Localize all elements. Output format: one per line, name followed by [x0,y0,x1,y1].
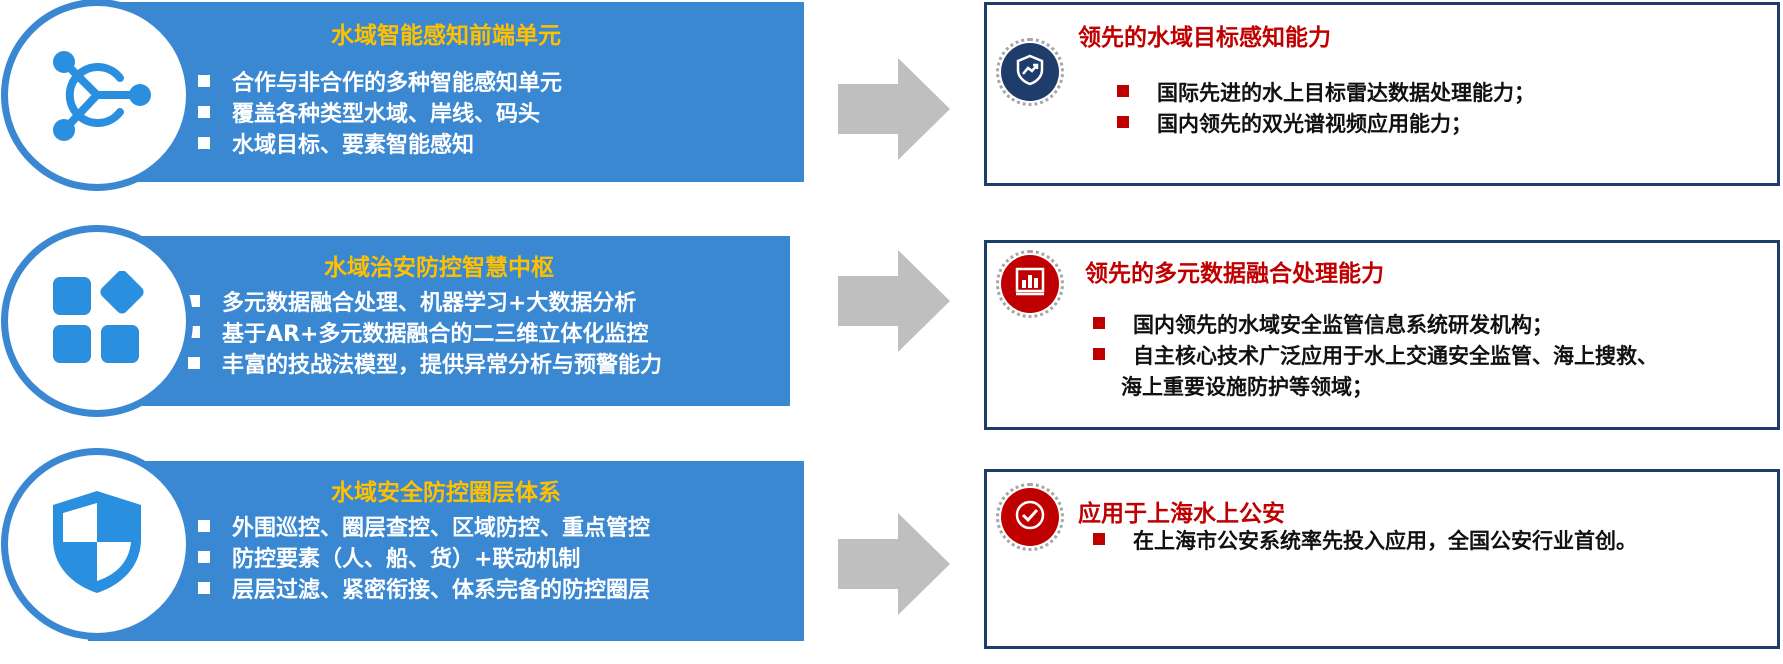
left-panel-security: 水域安全防控圈层体系 外围巡控、圈层查控、区域防控、重点管控 防控要素（人、船、… [88,461,804,641]
right-box-perception: 领先的水域目标感知能力 国际先进的水上目标雷达数据处理能力； 国内领先的双光谱视… [984,2,1780,186]
row-hub: 水域治安防控智慧中枢 多元数据融合处理、机器学习+大数据分析 基于AR+多元数据… [0,230,1783,430]
right-bullet-item: 在上海市公安系统率先投入应用，全国公安行业首创。 [1093,526,1637,557]
bullet-item: 防控要素（人、船、货）+联动机制 [198,544,650,575]
right-bullet-item: 国际先进的水上目标雷达数据处理能力； [1117,78,1535,109]
row-security: 水域安全防控圈层体系 外围巡控、圈层查控、区域防控、重点管控 防控要素（人、船、… [0,455,1783,664]
badge-check-circle [996,483,1064,551]
arrow-right-icon [838,513,950,615]
panel-bullets: 多元数据融合处理、机器学习+大数据分析 基于AR+多元数据融合的二三维立体化监控… [188,288,662,381]
left-panel-hub: 水域治安防控智慧中枢 多元数据融合处理、机器学习+大数据分析 基于AR+多元数据… [88,236,790,406]
right-bullet-item: 国内领先的水域安全监管信息系统研发机构； [1093,310,1658,341]
bullet-item: 合作与非合作的多种智能感知单元 [198,68,562,99]
bullet-item: 水域目标、要素智能感知 [198,130,562,161]
bullet-item: 丰富的技战法模型，提供异常分析与预警能力 [188,350,662,381]
row-perception: 水域智能感知前端单元 合作与非合作的多种智能感知单元 覆盖各种类型水域、岸线、码… [0,0,1783,190]
right-bullets: 在上海市公安系统率先投入应用，全国公安行业首创。 [1093,526,1637,557]
panel-title: 水域智能感知前端单元 [331,23,561,49]
right-title: 应用于上海水上公安 [1078,501,1285,527]
network-node-icon [42,38,152,152]
right-box-security: 应用于上海水上公安 在上海市公安系统率先投入应用，全国公安行业首创。 [984,469,1780,649]
bullet-item: 层层过滤、紧密衔接、体系完备的防控圈层 [198,575,650,606]
panel-title: 水域安全防控圈层体系 [331,480,561,506]
bullet-item: 基于AR+多元数据融合的二三维立体化监控 [188,319,662,350]
right-bullet-item: 自主核心技术广泛应用于水上交通安全监管、海上搜救、 [1093,341,1658,372]
apps-grid-icon [49,270,145,371]
arrow-right-icon [838,250,950,352]
badge-shield-arrow [996,38,1064,106]
panel-title: 水域治安防控智慧中枢 [324,255,554,281]
shield-icon [47,487,147,601]
right-box-hub: 领先的多元数据融合处理能力 国内领先的水域安全监管信息系统研发机构； 自主核心技… [984,240,1780,430]
right-title: 领先的水域目标感知能力 [1078,25,1331,51]
badge-bar-chart [996,250,1064,318]
right-bullets: 国际先进的水上目标雷达数据处理能力； 国内领先的双光谱视频应用能力； [1117,78,1535,140]
right-bullet-continuation: 海上重要设施防护等领域； [1121,375,1373,399]
bullet-item: 多元数据融合处理、机器学习+大数据分析 [188,288,662,319]
panel-bullets: 合作与非合作的多种智能感知单元 覆盖各种类型水域、岸线、码头 水域目标、要素智能… [198,68,562,161]
left-panel-perception: 水域智能感知前端单元 合作与非合作的多种智能感知单元 覆盖各种类型水域、岸线、码… [88,2,804,182]
right-bullets: 国内领先的水域安全监管信息系统研发机构； 自主核心技术广泛应用于水上交通安全监管… [1093,310,1658,372]
right-bullet-item: 国内领先的双光谱视频应用能力； [1117,109,1535,140]
bullet-item: 外围巡控、圈层查控、区域防控、重点管控 [198,513,650,544]
right-title: 领先的多元数据融合处理能力 [1085,261,1384,287]
arrow-right-icon [838,58,950,160]
icon-circle [8,232,186,410]
icon-circle [8,6,186,184]
panel-bullets: 外围巡控、圈层查控、区域防控、重点管控 防控要素（人、船、货）+联动机制 层层过… [198,513,650,606]
bullet-item: 覆盖各种类型水域、岸线、码头 [198,99,562,130]
icon-circle [8,455,186,633]
